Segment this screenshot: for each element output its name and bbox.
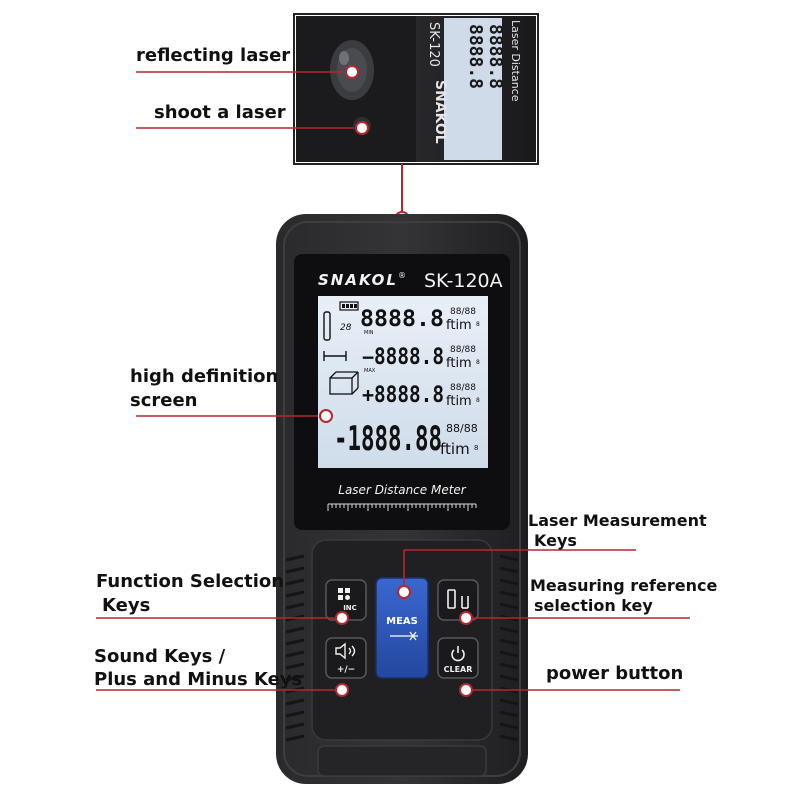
power-key[interactable]: CLEAR (437, 637, 479, 679)
function-key-label: INC (343, 604, 357, 612)
lcd-main-fraction: 88/88 (446, 422, 478, 435)
function-key[interactable]: INC (325, 579, 367, 621)
lcd-row3-unit: ftim (446, 394, 472, 409)
inset-brand: SNAKOL (432, 80, 448, 144)
lcd-row1-value: 8888.8 (360, 307, 444, 332)
ruler-scale (327, 503, 477, 511)
label-reflecting-laser: reflecting laser (136, 45, 291, 66)
label-shoot-laser: shoot a laser (154, 102, 286, 123)
label-sound-keys-line1: Sound Keys / (94, 646, 226, 667)
speaker-icon (335, 642, 356, 660)
lcd-row3-value: 8888.8 (374, 383, 444, 408)
meas-key[interactable]: MEAS (375, 577, 429, 679)
lcd-row3-fraction: 88/88 (450, 383, 476, 393)
callout-dots (319, 65, 473, 697)
lcd-row1-fraction: 88/88 (450, 307, 476, 317)
label-function-selection-line2: Keys (102, 595, 151, 616)
label-measuring-reference-line1: Measuring reference (530, 576, 718, 595)
power-icon (451, 646, 465, 662)
reference-icon (323, 311, 331, 341)
model-name: SK-120A (424, 270, 503, 292)
lcd-row2-sup: 8 (476, 359, 480, 366)
lcd-main-unit: ftim (440, 440, 470, 458)
lcd-row3-sign: + (362, 383, 374, 407)
screen-caption: Laser Distance Meter (338, 483, 467, 497)
label-hd-screen-line1: high definition (130, 366, 279, 387)
brand-mark: ® (398, 271, 406, 280)
lcd-row2-value: 8888.8 (374, 345, 444, 370)
label-hd-screen-line2: screen (130, 390, 198, 411)
inset-top-view: 8888.8 8888.8 SNAKOL SK-120 Laser Distan… (293, 13, 539, 165)
function-grid-icon (338, 588, 350, 600)
lcd-row3-sup: 8 (476, 397, 480, 404)
distance-icon (323, 351, 347, 361)
inset-digits-2: 8888.8 (485, 24, 506, 89)
label-function-selection-line1: Function Selection (96, 571, 285, 592)
right-grip (499, 554, 519, 742)
label-power-button: power button (546, 663, 684, 684)
lcd-row2-sign: − (362, 345, 374, 369)
power-key-label: CLEAR (444, 665, 473, 674)
reference-key[interactable] (437, 579, 479, 621)
lcd-row3-tag: MAX (364, 368, 376, 374)
reference-select-icon (447, 589, 469, 609)
lcd-main-sup: 8 (474, 444, 478, 452)
inset-digits-1: 8888.8 (465, 24, 486, 89)
label-laser-measurement-line1: Laser Measurement (528, 511, 707, 530)
left-grip (285, 554, 305, 742)
label-measuring-reference-line2: selection key (534, 596, 653, 615)
sound-key[interactable]: +/− (325, 637, 367, 679)
count-value: 28 (340, 323, 352, 333)
lcd-display: 28 MIN MAX ✱ 8888.8 88/88 ftim 8 − 8888.… (318, 296, 488, 468)
battery-icon (339, 301, 359, 311)
lcd-main-value: -1888.88 (334, 419, 442, 459)
inset-model: SK-120 (426, 22, 441, 67)
label-laser-measurement-line2: Keys (534, 531, 577, 550)
brand-logo: SNAKOL (318, 271, 398, 289)
inset-caption: Laser Distance (509, 20, 522, 102)
lcd-row2-tag: MIN (364, 330, 374, 336)
laser-beam-icon (390, 631, 418, 641)
lcd-row2-unit: ftim (446, 356, 472, 371)
lcd-row2-fraction: 88/88 (450, 345, 476, 355)
lcd-row1-sup: 8 (476, 321, 480, 328)
lcd-row1-unit: ftim (446, 318, 472, 333)
sound-key-label: +/− (337, 665, 355, 675)
callout-lines (96, 71, 690, 691)
label-sound-keys-line2: Plus and Minus Keys (94, 669, 303, 690)
volume-icon (329, 371, 359, 395)
meas-key-label: MEAS (386, 616, 418, 627)
